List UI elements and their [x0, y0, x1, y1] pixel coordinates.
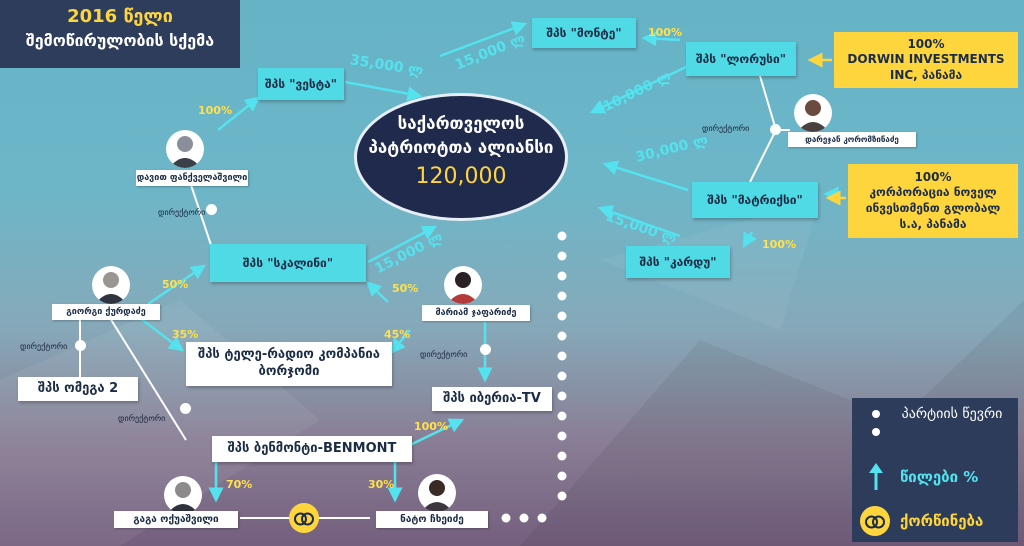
rings-icon [865, 515, 885, 529]
owner-dorwin-name: DORWIN INVESTMENTS INC, პანამა [847, 52, 1005, 82]
alliance-ellipse: საქართველოს პატრიოტთა ალიანსი 120,000 [354, 93, 568, 221]
director-dot-darejan [770, 124, 781, 135]
pct-mariam-skalini: 50% [392, 282, 419, 295]
arrow-gorgi-skalini [147, 264, 207, 306]
name-darejan: დარეჯან კორომზინაძე [788, 132, 916, 147]
person-icon [167, 482, 199, 514]
legend-panel: პარტიის წევრი წილები % ქორწინება [852, 398, 1018, 542]
arrow-skalini-center [367, 225, 438, 264]
company-borjomi: შპს ტელე-რადიო კომპანია ბორჯომი [186, 342, 392, 386]
legend-dot-icon [872, 410, 880, 418]
photo-gorgi [92, 266, 130, 304]
pct-nato-benmont: 30% [368, 478, 395, 491]
person-icon [447, 272, 479, 304]
legend-dot-icon-2 [872, 428, 880, 436]
director-dot-gorgi-omega [75, 340, 86, 351]
director-label-omega: დირექტორი [20, 342, 68, 351]
owner-dorwin-pct: 100% [907, 36, 945, 51]
director-dot-davit [206, 204, 217, 215]
name-gorgi: გიორგი ქურდაძე [52, 304, 160, 320]
photo-darejan [794, 94, 832, 132]
alliance-name-line2: პატრიოტთა ალიანსი [368, 138, 554, 158]
legend-marriage-label: ქორწინება [900, 512, 984, 530]
photo-mariam [444, 266, 482, 304]
legend-share-label: წილები % [900, 468, 979, 486]
owner-novel: 100% კორპორაცია ნოველ ინვესთმენთ გლობალ … [848, 164, 1018, 238]
company-vesta: შპს "ვესტა" [258, 68, 344, 100]
arrow-benmont-iberia [409, 418, 465, 447]
title-subtitle: შემოწირულობის სქემა [25, 31, 215, 50]
arrow-lorusi-monte [641, 31, 681, 47]
photo-nato [418, 474, 456, 512]
legend-member-label: პარტიის წევრი [901, 406, 1003, 422]
owner-novel-pct: 100% [914, 169, 952, 184]
marriage-rings-icon [289, 503, 319, 533]
owner-dorwin: 100% DORWIN INVESTMENTS INC, პანამა [834, 32, 1018, 88]
photo-davit [166, 130, 204, 168]
person-icon [169, 136, 201, 168]
company-lorusi: შპს "ლორუსი" [686, 42, 796, 76]
pct-lorusi-monte: 100% [648, 26, 682, 39]
name-nato: ნატო ჩხეიძე [376, 511, 488, 528]
company-kardu: შპს "კარდუ" [626, 246, 730, 278]
legend-rings-icon [860, 506, 890, 536]
director-label-davit: დირექტორი [158, 208, 206, 217]
name-davit: დავით ფანქველაშვილი [136, 170, 248, 186]
legend-arrow-up-icon [869, 463, 883, 490]
arrow-lorusi-center [589, 64, 689, 114]
company-monte: შპს "მონტე" [532, 18, 636, 48]
party-dots-vertical [501, 231, 567, 523]
pct-gaga-benmont: 70% [226, 478, 253, 491]
person-icon [797, 100, 829, 132]
arrow-mariam-skalini [366, 281, 389, 303]
company-skalini: შპს "სკალინი" [210, 244, 366, 282]
director-label-darejan: დირექტორი [702, 124, 750, 133]
money-arrows [139, 21, 839, 503]
director-label-benmont: დირექტორი [118, 414, 166, 423]
pct-gorgi-skalini: 50% [162, 278, 189, 291]
pct-mariam-borjomi: 45% [384, 328, 411, 341]
pct-benmont-iberia: 100% [414, 420, 448, 433]
company-omega: შპს ომეგა 2 [18, 377, 138, 401]
pct-davit-vesta: 100% [198, 104, 232, 117]
owner-arrows [807, 52, 846, 206]
name-mariam: მარიამ ჯაფარიძე [422, 305, 530, 321]
arrow-kardu-center [597, 205, 681, 238]
name-gaga: გაგა ოქუაშვილი [114, 511, 238, 528]
photo-gaga [164, 476, 202, 514]
director-dot-mariam [480, 344, 491, 355]
arrow-gorgi-borjomi [139, 317, 184, 352]
alliance-total: 120,000 [415, 164, 507, 189]
title-panel: 2016 წელი შემოწირულობის სქემა [0, 0, 240, 68]
arrow-vesta-center [344, 80, 423, 102]
director-label-iberia: დირექტორი [420, 350, 468, 359]
person-icon [421, 480, 453, 512]
pct-gorgi-borjomi: 35% [172, 328, 199, 341]
owner-novel-name: კორპორაცია ნოველ ინვესთმენთ გლობალ ს.ა, … [865, 185, 1001, 231]
arrow-monte-center [439, 21, 528, 58]
company-iberia: შპს იბერია-TV [432, 387, 552, 411]
arrow-matrix-kardu [742, 231, 757, 249]
person-icon [95, 272, 127, 304]
rings-icon [294, 512, 314, 526]
company-matrix: შპს "მატრიქსი" [692, 182, 818, 218]
pct-matrix-kardu: 100% [762, 238, 796, 251]
title-year: 2016 წელი [67, 6, 173, 27]
director-dot-gorgi-benmont [180, 403, 191, 414]
arrow-davit-vesta [217, 96, 260, 131]
company-benmont: შპს ბენმონტი-BENMONT [212, 436, 412, 462]
alliance-name-line1: საქართველოს [397, 114, 525, 134]
arrow-matrix-center [602, 160, 689, 192]
arrow-mariam-borjomi [390, 329, 411, 354]
